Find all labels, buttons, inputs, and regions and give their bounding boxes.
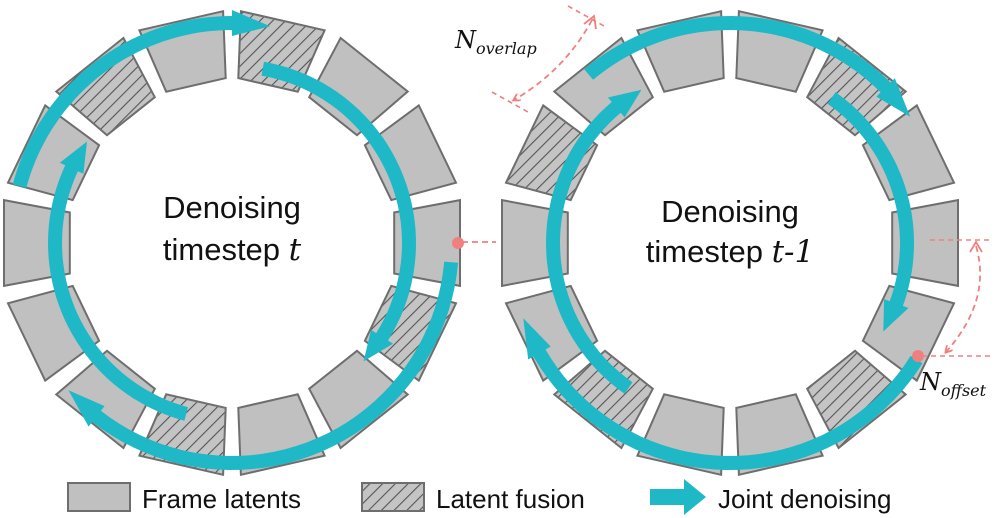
latent-fusion-segment <box>363 284 458 383</box>
frame-latent-segment <box>861 103 956 202</box>
left-offset-dot <box>452 237 464 249</box>
latent-fusion-segment <box>805 36 908 137</box>
latent-fusion-segment <box>54 36 157 137</box>
left-inner-arrow-left <box>48 141 188 421</box>
frame-latent-segment <box>54 349 157 450</box>
right-joint-denoising-arrows <box>523 16 923 470</box>
latent-fusion-segment <box>552 349 655 450</box>
legend-joint-denoising-label: Joint denoising <box>718 484 891 514</box>
right-center-line2-prefix: timestep <box>646 234 772 269</box>
left-ring <box>3 9 461 477</box>
offset-label: Noffset <box>919 368 987 400</box>
right-offset-dot <box>912 350 924 362</box>
right-inner-arrow-right <box>827 92 914 332</box>
frame-latent-segment <box>504 284 599 383</box>
left-center-line2-prefix: timestep <box>163 232 289 267</box>
legend-latent-fusion-swatch <box>361 482 425 512</box>
right-inner-arrow-left <box>546 89 642 394</box>
frame-latent-segment <box>363 103 458 202</box>
legend-latent-fusion-label: Latent fusion <box>436 484 585 514</box>
left-inner-arrow-right <box>261 61 416 362</box>
frame-latent-segment <box>6 103 101 202</box>
right-timestep-var: t-1 <box>772 234 815 270</box>
legend-joint-denoising-arrow-icon <box>650 479 706 515</box>
overlap-annotation <box>491 5 605 113</box>
right-center-line2: timestep t-1 <box>646 234 814 270</box>
left-joint-denoising-arrows <box>12 10 459 470</box>
left-outer-arrow-bottom <box>68 261 459 470</box>
frame-latent-segment <box>307 349 410 450</box>
frame-latent-segment <box>307 36 410 137</box>
right-center-line1: Denoising <box>661 194 799 229</box>
right-outer-arrow-top <box>584 16 911 117</box>
overlap-label: Noverlap <box>454 26 537 58</box>
right-outer-arrow-bottom <box>523 318 923 470</box>
latent-fusion-segment <box>237 9 326 93</box>
left-outer-arrow-top <box>12 10 271 188</box>
frame-latent-segment <box>6 284 101 383</box>
left-center-line1: Denoising <box>163 190 301 225</box>
legend: Frame latents Latent fusion Joint denois… <box>67 479 891 515</box>
offset-annotation <box>922 239 990 357</box>
left-center-line2: timestep t <box>163 232 302 268</box>
legend-frame-latents-swatch <box>67 482 131 512</box>
latent-fusion-segment <box>504 103 599 202</box>
latent-fusion-segment <box>805 349 908 450</box>
legend-frame-latents-label: Frame latents <box>142 484 301 514</box>
left-timestep-var: t <box>289 232 302 268</box>
